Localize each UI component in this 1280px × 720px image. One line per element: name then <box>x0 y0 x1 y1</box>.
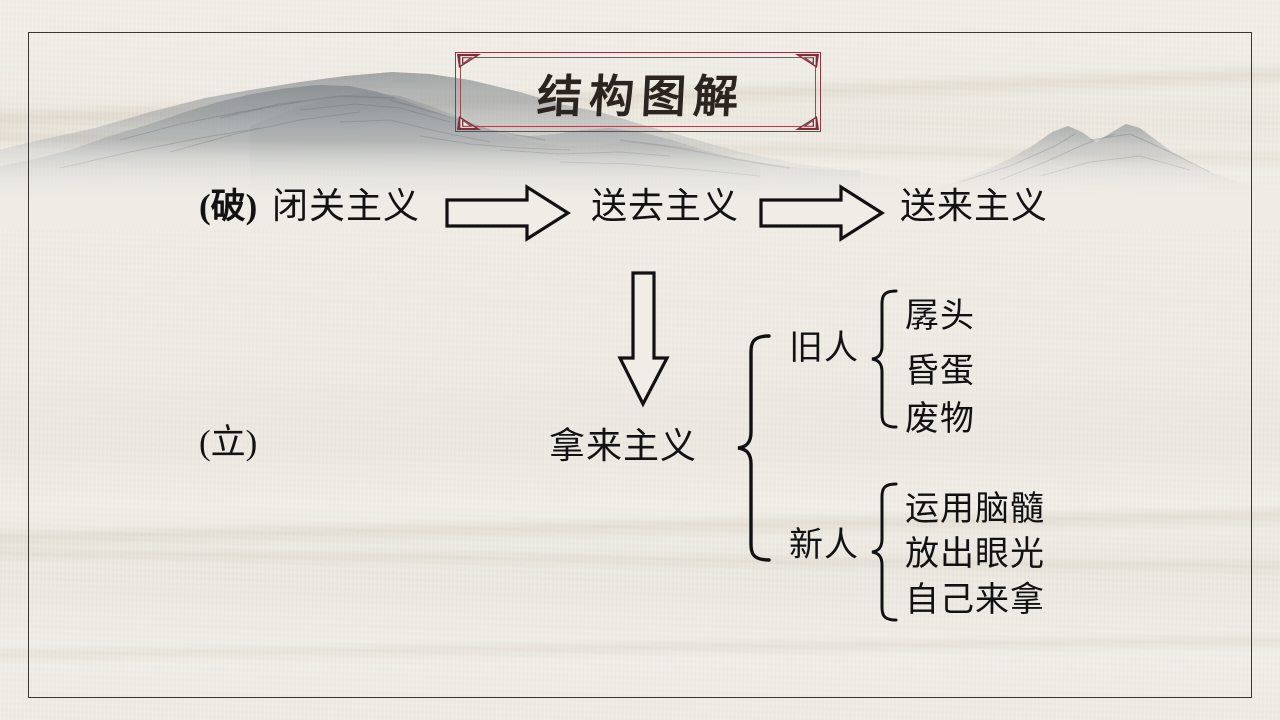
section-label-establish: (立) <box>199 423 258 462</box>
flow-node-biguanzhuyi: 闭关主义 <box>272 186 421 226</box>
leaf-node: 废物 <box>905 401 975 438</box>
flow-node-songlaizhuyi: 送来主义 <box>900 186 1049 226</box>
plaque-outer-border <box>455 52 821 132</box>
leaf-node: 放出眼光 <box>905 536 1045 573</box>
title-plaque: 结构图解 <box>455 52 821 132</box>
leaf-node: 昏蛋 <box>905 353 975 390</box>
page-title: 结构图解 <box>535 69 747 123</box>
section-label-break: (破) <box>199 187 258 226</box>
corner-ornament-icon <box>457 113 481 130</box>
corner-ornament-icon <box>457 54 481 71</box>
branch-label-new-people: 新人 <box>789 527 859 564</box>
plaque-inner-border <box>460 57 816 127</box>
leaf-node: 自己来拿 <box>905 582 1045 619</box>
branch-label-old-people: 旧人 <box>789 330 859 367</box>
flow-node-nalaizhuyi: 拿来主义 <box>549 426 698 466</box>
flow-node-songquzhuyi: 送去主义 <box>591 186 740 226</box>
leaf-node: 孱头 <box>905 298 975 335</box>
corner-ornament-icon <box>795 113 819 130</box>
leaf-node: 运用脑髓 <box>905 491 1045 528</box>
corner-ornament-icon <box>795 54 819 71</box>
